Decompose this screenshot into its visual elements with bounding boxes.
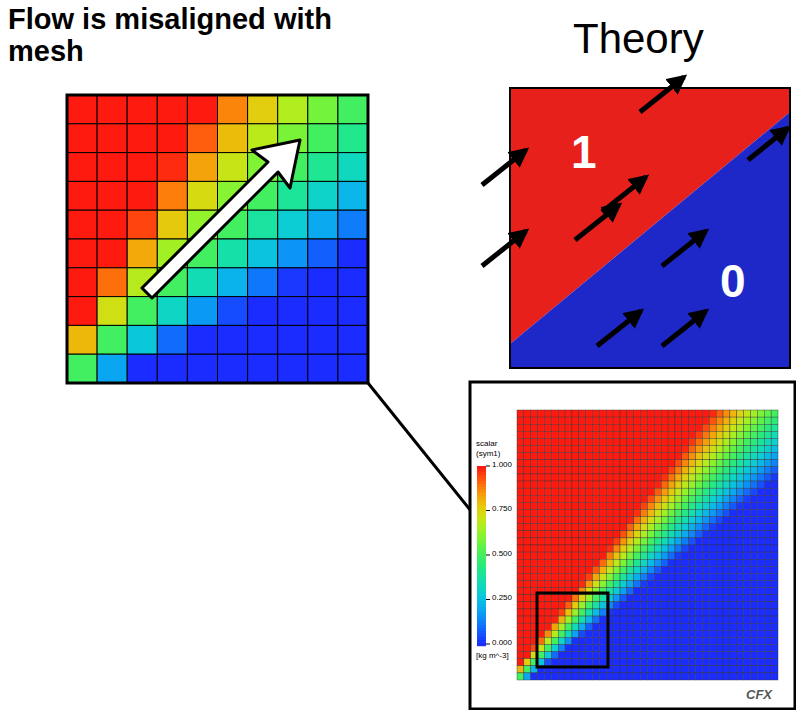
tick-label: 0.250 [492,594,512,603]
unit-label: [kg m^-3] [476,652,509,661]
zoomed-mesh [67,95,368,383]
simulation-mesh [517,410,778,680]
region-value: 1 [571,127,597,178]
zoom-frame [67,95,368,383]
variable-name: scalar [476,440,497,449]
tick-label: 0.750 [492,505,512,514]
variable-name: (sym1) [476,450,500,459]
heading: Theory [573,16,704,62]
tick-label: 0.500 [492,550,512,559]
tick-label: 1.000 [492,461,512,470]
title: Flow is misaligned with mesh [8,4,353,68]
color-bar [477,466,490,646]
theory-square [510,88,790,368]
tick-label: 0.000 [492,639,512,648]
zoom-box [537,593,608,667]
cfx-panel [470,382,795,709]
flow-arrow [142,140,300,298]
region-value: 0 [720,256,746,307]
logo: CFX [746,688,772,702]
flow-arrows [482,77,788,346]
